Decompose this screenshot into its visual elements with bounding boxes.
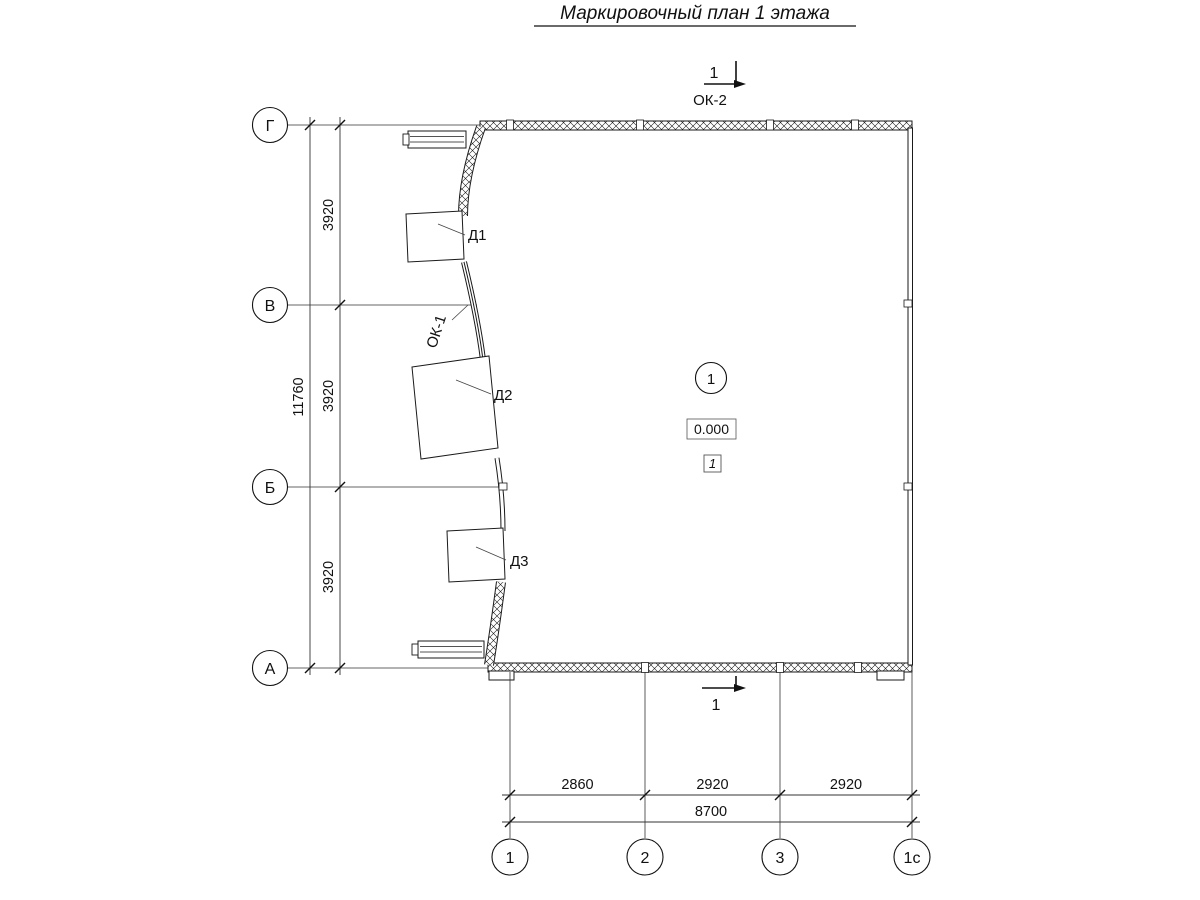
axis-label-row-b: Б (265, 480, 276, 497)
window-assembly-bottom-left (411, 640, 485, 659)
axis-circle-row-a (251, 649, 289, 687)
wall-left-segment-4-hatch (485, 581, 505, 666)
dim-tick (304, 119, 316, 131)
door-leaf-d1 (405, 210, 465, 263)
wall-node (854, 662, 862, 673)
axis-label-row-v: В (265, 298, 276, 315)
wall-node (506, 119, 514, 131)
window-frame (407, 130, 467, 149)
axis-circle-row-b (251, 468, 289, 506)
door-label-d2: Д2 (494, 387, 513, 404)
wall-left-segment-1-hatch (459, 125, 485, 217)
vertical-dimension-chain: 3920 3920 3920 11760 (291, 117, 346, 675)
door-leaf-d3 (446, 527, 506, 583)
door-label-d3: Д3 (510, 553, 529, 570)
room-number: 1 (707, 371, 715, 388)
dim-tick (774, 789, 786, 801)
axis-circle-col-2 (626, 838, 664, 876)
window-frame (417, 640, 485, 659)
dim-value-horizontal-1: 2860 (561, 777, 593, 793)
corner-post-right (876, 670, 905, 681)
dim-value-horizontal-total: 8700 (695, 804, 727, 820)
room-number-circle (694, 361, 728, 395)
row-axis-lines (288, 124, 501, 669)
corner-post-left (488, 670, 515, 681)
section-arrowhead-bottom-icon (734, 684, 746, 692)
axis-circle-col-1 (491, 838, 529, 876)
dim-tick (334, 662, 346, 674)
door-leader-d1 (437, 223, 466, 236)
window-leader-ok1 (451, 304, 469, 321)
section-arrowhead-top-icon (734, 80, 746, 88)
section-mark-bottom: 1 (702, 676, 746, 714)
page-title: Маркировочный план 1 этажа (560, 3, 830, 24)
dim-tick (504, 789, 516, 801)
wall-node (776, 662, 784, 673)
door-leader-d2 (455, 379, 492, 395)
dim-tick (334, 299, 346, 311)
dim-value-horizontal-2: 2920 (696, 777, 728, 793)
dim-value-vertical-3: 3920 (321, 561, 337, 593)
zone-mark: 1 (709, 456, 716, 471)
axis-circle-row-g (251, 106, 289, 144)
dim-value-vertical-1: 3920 (321, 199, 337, 231)
window-end-cap (411, 643, 419, 656)
title-block: Маркировочный план 1 этажа (534, 3, 856, 27)
axis-label-col-3: 3 (776, 850, 785, 867)
col-axis-lines (509, 672, 913, 838)
section-number-top: 1 (710, 65, 719, 82)
dim-tick (334, 119, 346, 131)
horizontal-dimension-chain: 2860 2920 2920 8700 (502, 777, 920, 828)
window-ok1-glazing-line (463, 261, 484, 361)
door-leaf-d2 (411, 355, 499, 460)
section-mark-top: 1 ОК-2 (693, 61, 746, 109)
dim-value-horizontal-3: 2920 (830, 777, 862, 793)
door-leader-d3 (475, 546, 507, 561)
wall-node (903, 482, 913, 491)
room-markers: 1 0.000 1 (686, 361, 737, 473)
axis-label-col-1c: 1с (904, 850, 921, 867)
section-number-bottom: 1 (712, 697, 721, 714)
wall-node (851, 119, 859, 131)
row-axis-circles: Г В Б А (251, 106, 289, 687)
zone-mark-box (703, 454, 722, 473)
wall-top (479, 120, 913, 131)
axis-label-row-g: Г (266, 118, 275, 135)
dim-value-vertical-total: 11760 (291, 377, 307, 416)
dim-tick (304, 662, 316, 674)
axis-label-col-2: 2 (641, 850, 650, 867)
dim-tick (906, 816, 918, 828)
wall-node (766, 119, 774, 131)
window-end-cap (402, 133, 410, 146)
wall-right (907, 127, 913, 666)
wall-left-segment-3-fill (495, 457, 505, 532)
wall-node (498, 482, 508, 491)
dim-tick (906, 789, 918, 801)
wall-node (641, 662, 649, 673)
dim-tick (639, 789, 651, 801)
window-label-ok2: ОК-2 (693, 92, 727, 109)
door-label-d1: Д1 (468, 227, 487, 244)
window-label-ok1: ОК-1 (423, 313, 450, 350)
wall-bottom (487, 662, 913, 673)
level-mark-box (686, 418, 737, 440)
dim-tick (504, 816, 516, 828)
wall-node (903, 299, 913, 308)
window-assembly-top-left (402, 130, 467, 149)
col-axis-circles: 1 2 3 1с (491, 838, 931, 876)
axis-circle-col-3 (761, 838, 799, 876)
window-ok1-inner (462, 261, 485, 361)
level-mark: 0.000 (694, 421, 729, 437)
axis-circle-row-v (251, 286, 289, 324)
axis-label-col-1: 1 (506, 850, 515, 867)
dim-value-vertical-2: 3920 (321, 380, 337, 412)
axis-label-row-a: А (265, 661, 276, 678)
walls (402, 119, 913, 681)
dim-tick (334, 481, 346, 493)
axis-circle-col-1c (893, 838, 931, 876)
wall-node (636, 119, 644, 131)
